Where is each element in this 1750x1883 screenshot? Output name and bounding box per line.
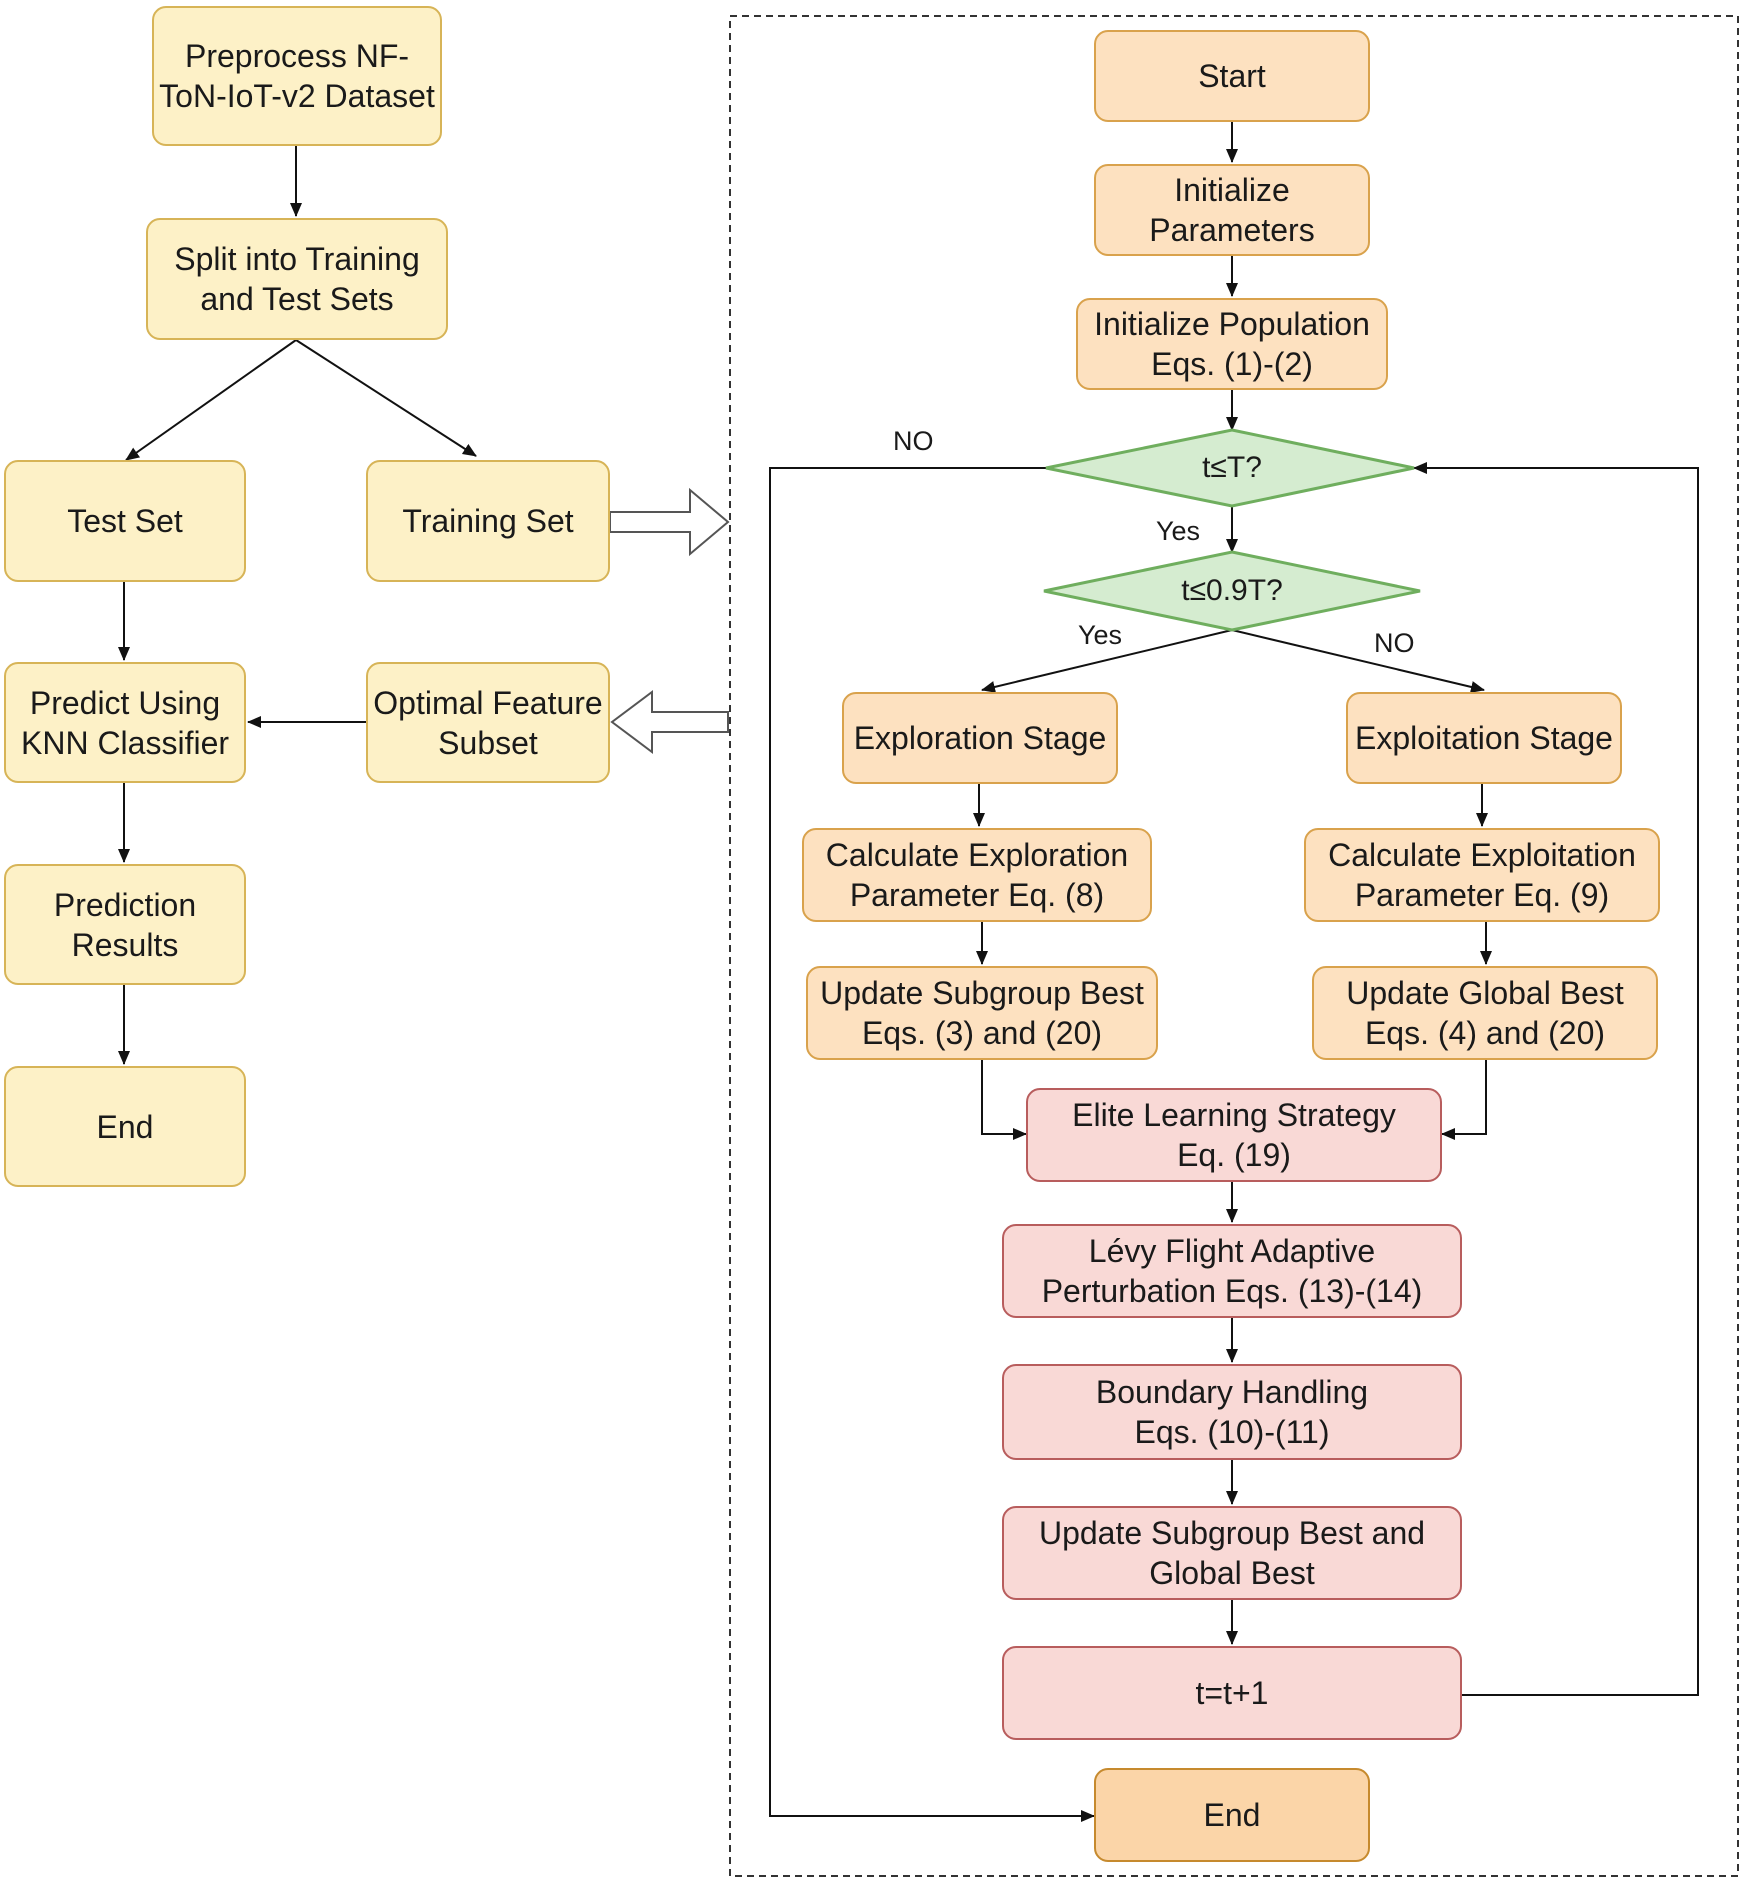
optimal-subset-node: Optimal Feature Subset [366,662,610,783]
yes-label-iteration: Yes [1156,516,1201,546]
decision-iteration-text: t≤T? [1202,451,1262,484]
training-set-node: Training Set [366,460,610,582]
levy-flight-node: Lévy Flight Adaptive Perturbation Eqs. (… [1002,1224,1462,1318]
increment-node: t=t+1 [1002,1646,1462,1740]
initialize-population-node: Initialize Population Eqs. (1)-(2) [1076,298,1388,390]
no-label-top: NO [893,426,934,456]
exploitation-stage-node: Exploitation Stage [1346,692,1622,784]
start-node: Start [1094,30,1370,122]
split-node: Split into Training and Test Sets [146,218,448,340]
decision-stage-diamond [1043,550,1421,632]
yes-label-stage: Yes [1078,620,1123,650]
preprocess-node: Preprocess NF- ToN-IoT-v2 Dataset [152,6,442,146]
algorithm-end-node: End [1094,1768,1370,1862]
training-to-algorithm-arrow [609,487,730,557]
predict-knn-node: Predict Using KNN Classifier [4,662,246,783]
exploration-stage-node: Exploration Stage [842,692,1118,784]
boundary-handling-node: Boundary Handling Eqs. (10)-(11) [1002,1364,1462,1460]
update-subgroup-node: Update Subgroup Best Eqs. (3) and (20) [806,966,1158,1060]
initialize-parameters-node: Initialize Parameters [1094,164,1370,256]
calc-exploitation-node: Calculate Exploitation Parameter Eq. (9) [1304,828,1660,922]
decision-stage-text: t≤0.9T? [1181,574,1283,607]
elite-learning-node: Elite Learning Strategy Eq. (19) [1026,1088,1442,1182]
algorithm-container [729,15,1739,1877]
calc-exploration-node: Calculate Exploration Parameter Eq. (8) [802,828,1152,922]
no-label-stage: NO [1374,628,1415,658]
update-both-node: Update Subgroup Best and Global Best [1002,1506,1462,1600]
prediction-results-node: Prediction Results [4,864,246,985]
test-set-node: Test Set [4,460,246,582]
update-global-node: Update Global Best Eqs. (4) and (20) [1312,966,1658,1060]
algorithm-to-subset-arrow [610,690,729,754]
left-end-node: End [4,1066,246,1187]
decision-iteration-diamond [1045,428,1415,508]
